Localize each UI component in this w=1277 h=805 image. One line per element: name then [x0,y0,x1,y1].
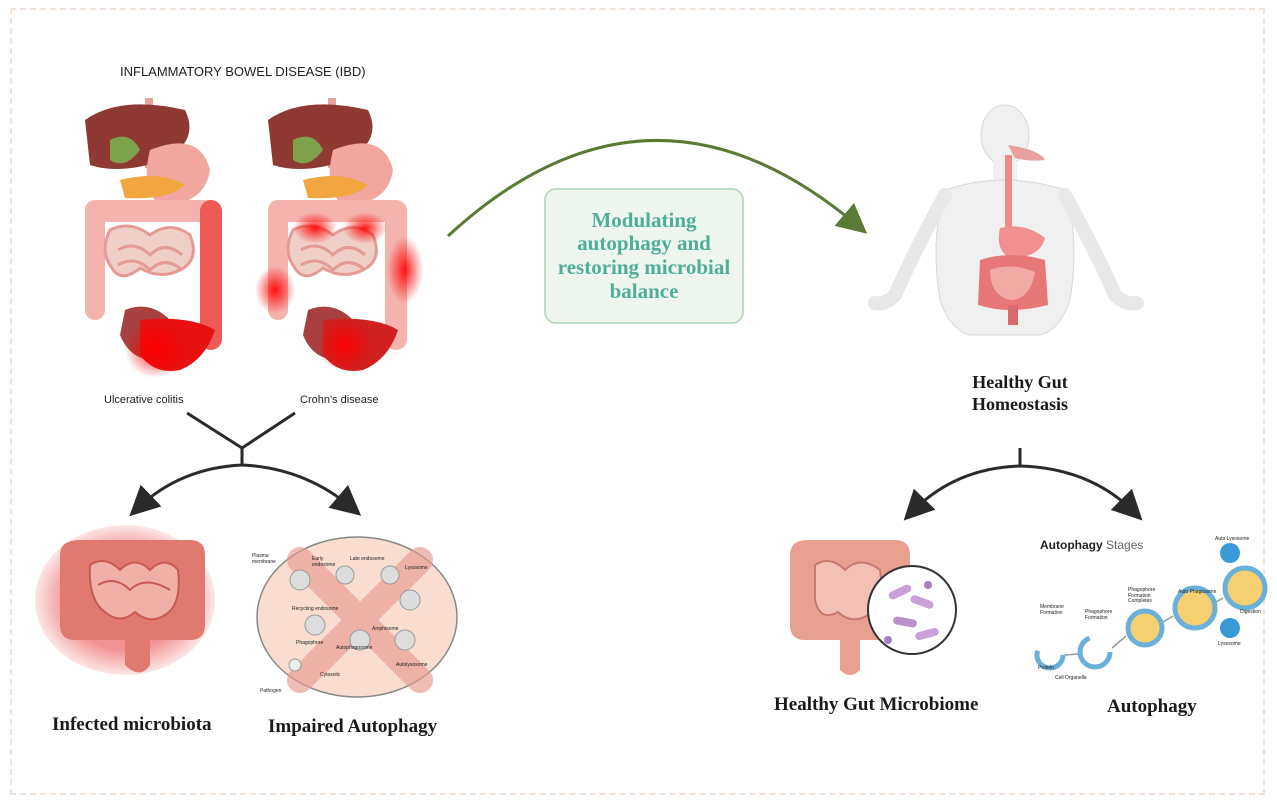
impaired-label-autolysosome: Autolysosome [396,662,436,668]
intervention-callout-text: Modulating autophagy and restoring micro… [546,209,742,303]
impaired-label-lysosome: Lysosome [405,565,435,571]
stage-label-protein: Protein [1038,666,1068,672]
stage-label-phagophore: Phagophore Formation [1085,610,1121,621]
stage-label-autophagosome: Auto Phagosome [1178,590,1218,596]
impaired-label-cytosolic: Cytosolic [320,672,350,678]
autophagy-label: Autophagy [1107,696,1197,718]
impaired-label-pathogen: Pathogen [260,688,290,694]
impaired-label-phagophore: Phagophore [296,640,332,646]
stage-label-digestion: Digestion [1240,610,1270,616]
healthy-microbiome-label: Healthy Gut Microbiome [774,694,978,716]
impaired-label-plasma-membrane: Plasma membrane [252,553,292,565]
left-branch-connector [138,413,352,508]
healthy-homeostasis-title: Healthy Gut Homeostasis [950,372,1090,415]
stage-label-lysosome: Lysosome [1218,642,1248,648]
impaired-label-recycling-endosome: Recycling endosome [292,606,342,612]
infected-microbiota-label: Infected microbiota [52,714,212,736]
infected-intestine-illustration [35,525,215,675]
human-body-illustration [875,105,1137,335]
impaired-label-early-endosome: Early endosome [312,556,348,568]
stage-label-phagophore-complete: Phagophore Formation Completes [1128,588,1172,605]
stage-label-autolysosome: Auto Lysosome [1215,537,1255,543]
autophagy-stages-title-bold: Autophagy [1040,538,1103,552]
impaired-label-late-endosome: Late endosome [350,556,386,562]
stage-label-cell-organelle: Cell Organelle [1055,676,1095,682]
autophagy-stages-title-light: Stages [1106,538,1143,552]
impaired-label-amphisome: Amphisome [372,626,406,632]
right-branch-connector [912,448,1134,512]
stage-label-membrane: Membrane Formation [1040,605,1074,616]
intervention-callout: Modulating autophagy and restoring micro… [544,188,744,324]
ibd-title: INFLAMMATORY BOWEL DISEASE (IBD) [120,64,366,79]
ulcerative-colitis-label: Ulcerative colitis [104,394,183,406]
healthy-microbiome-illustration [790,540,956,675]
crohns-disease-label: Crohn's disease [300,394,379,406]
impaired-autophagy-label: Impaired Autophagy [268,716,437,738]
crohns-illustration [255,98,423,371]
autophagy-stages-title: Autophagy Stages [1040,538,1143,552]
ulcerative-colitis-illustration [85,98,222,378]
impaired-label-autophagosome: Autophagosome [336,645,380,651]
